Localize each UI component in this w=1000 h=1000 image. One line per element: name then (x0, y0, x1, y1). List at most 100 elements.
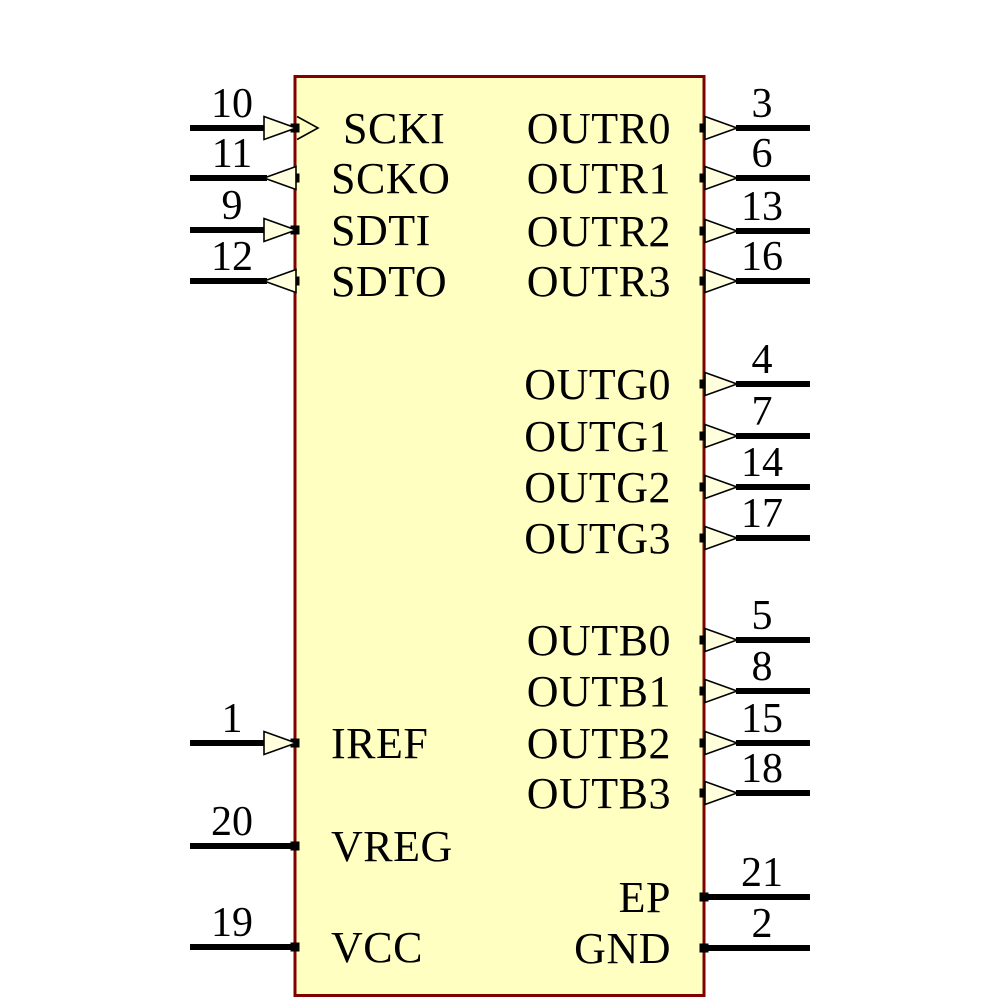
pin-number: 4 (752, 337, 773, 383)
pin-junction-dot (699, 173, 709, 183)
pin-label: VREG (331, 822, 453, 871)
output-arrow-icon (704, 678, 740, 704)
pin-label: SDTO (331, 257, 447, 306)
pin-number: 9 (222, 183, 243, 229)
pin-label: OUTG2 (524, 463, 671, 512)
pin-junction-dot (699, 738, 709, 748)
pin-label: OUTR3 (527, 257, 671, 306)
pin-label: OUTB3 (527, 769, 671, 818)
clock-chevron-icon (296, 115, 320, 141)
pin-number: 7 (752, 389, 773, 435)
output-arrow-icon (704, 165, 740, 191)
output-arrow-icon (261, 165, 297, 191)
pin-label: VCC (331, 923, 423, 972)
pin-junction-dot (699, 635, 709, 645)
pin-junction-dot (699, 482, 709, 492)
pin-junction-dot (699, 123, 709, 133)
pin-number: 5 (752, 593, 773, 639)
output-arrow-icon (704, 730, 740, 756)
pin-number: 18 (741, 746, 783, 792)
pin-junction-dot (699, 431, 709, 441)
pin-label: OUTG0 (524, 360, 671, 409)
input-arrow-icon (263, 730, 299, 756)
pin-number: 19 (211, 900, 253, 946)
output-arrow-icon (704, 115, 740, 141)
pin-junction-dot (699, 686, 709, 696)
pin-label: OUTG3 (524, 514, 671, 563)
output-arrow-icon (261, 268, 297, 294)
pin-number: 15 (741, 696, 783, 742)
pin-number: 11 (212, 131, 252, 177)
pin-label: OUTR1 (527, 154, 671, 203)
pin-junction-dot (699, 379, 709, 389)
pin-label: OUTG1 (524, 412, 671, 461)
pin-number: 12 (211, 234, 253, 280)
pin-label: OUTB1 (527, 667, 671, 716)
output-arrow-icon (704, 525, 740, 551)
pin-junction-dot (699, 788, 709, 798)
pin-label: OUTB2 (527, 719, 671, 768)
output-arrow-icon (704, 268, 740, 294)
pin-junction-dot (699, 533, 709, 543)
pin-label: SCKI (343, 104, 445, 153)
pin-number: 20 (211, 799, 253, 845)
pin-junction-dot (699, 892, 709, 902)
pin-label: GND (574, 924, 671, 973)
pin-label: SDTI (331, 206, 431, 255)
ic-body[interactable] (293, 75, 706, 997)
pin-label: IREF (331, 719, 428, 768)
output-arrow-icon (704, 627, 740, 653)
pin-number: 10 (211, 81, 253, 127)
pin-number: 8 (752, 644, 773, 690)
output-arrow-icon (704, 423, 740, 449)
pin-number: 21 (741, 850, 783, 896)
input-arrow-icon (263, 115, 299, 141)
pin-number: 1 (222, 696, 243, 742)
pin-number: 17 (741, 491, 783, 537)
pin-number: 3 (752, 81, 773, 127)
pin-label: SCKO (331, 154, 450, 203)
pin-junction-dot (699, 276, 709, 286)
pin-junction-dot (290, 942, 300, 952)
output-arrow-icon (704, 218, 740, 244)
pin-label: OUTR2 (527, 207, 671, 256)
pin-junction-dot (699, 943, 709, 953)
pin-number: 13 (741, 184, 783, 230)
pin-number: 16 (741, 234, 783, 280)
pin-junction-dot (290, 841, 300, 851)
output-arrow-icon (704, 780, 740, 806)
pin-number: 6 (752, 131, 773, 177)
output-arrow-icon (704, 371, 740, 397)
output-arrow-icon (704, 474, 740, 500)
pin-label: EP (619, 873, 671, 922)
input-arrow-icon (263, 217, 299, 243)
pin-junction-dot (699, 226, 709, 236)
pin-number: 2 (752, 901, 773, 947)
pin-label: OUTB0 (527, 616, 671, 665)
pin-number: 14 (741, 440, 783, 486)
